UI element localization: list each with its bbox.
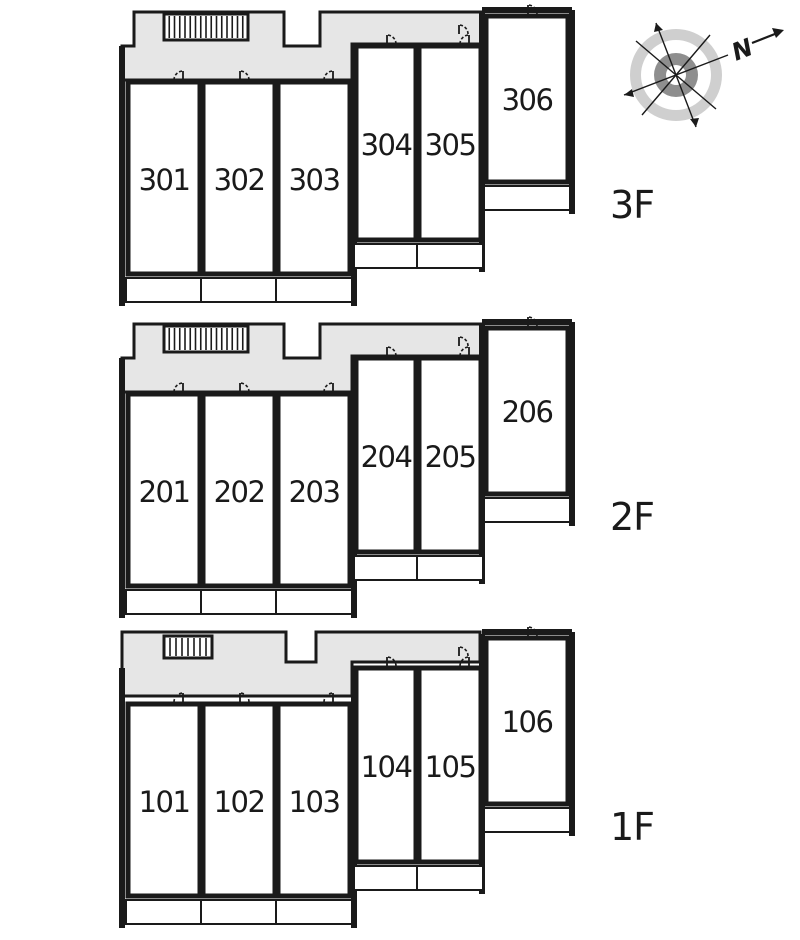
floor-2f: 201 202 203 204 205 206 2F [119,316,655,618]
room-unit [200,391,278,589]
door-swing [527,316,538,327]
room-unit [275,701,353,899]
balcony [200,899,278,925]
balcony [483,497,571,523]
floor-1f: 101 102 103 104 105 106 1F [119,626,655,928]
balcony [416,243,484,269]
room-unit [125,391,203,589]
balcony [200,277,278,303]
door-swing [323,692,334,703]
room-number: 205 [425,440,476,474]
balcony [353,865,419,891]
door-swing [386,346,397,357]
floor-label: 3F [610,183,654,227]
door-swing [527,626,538,637]
compass-north-label: N [728,33,757,66]
room-number: 302 [214,163,265,197]
room-unit [416,43,484,243]
door-swing [386,656,397,667]
room-unit [483,325,571,497]
balcony [483,185,571,211]
balcony [353,243,419,269]
room-number: 206 [502,395,553,429]
door-swing [459,346,470,357]
room-unit [416,355,484,555]
room-number: 304 [361,128,412,162]
room-unit [416,665,484,865]
door-swing [173,692,184,703]
room-number: 305 [425,128,476,162]
room-number: 106 [502,705,553,739]
door-swing [173,70,184,81]
room-number: 103 [289,785,340,819]
balcony [125,277,203,303]
room-unit [275,391,353,589]
room-number: 102 [214,785,265,819]
door-swing [323,382,334,393]
room-number: 301 [139,163,190,197]
balcony [483,807,571,833]
door-swing [239,692,250,703]
balcony [275,277,353,303]
room-number: 101 [139,785,190,819]
room-number: 306 [502,83,553,117]
floor-label: 2F [610,495,654,539]
floor-label: 1F [610,805,654,849]
door-swing [458,336,469,347]
balcony [275,589,353,615]
staircase [162,324,250,354]
door-swing [527,4,538,15]
compass-north-arrow-icon: N [623,22,784,128]
balcony [200,589,278,615]
balcony [125,589,203,615]
door-swing [173,382,184,393]
room-unit [353,665,419,865]
floor-3f: 301 302 303 304 305 306 3F [119,4,655,306]
door-swing [323,70,334,81]
balcony [275,899,353,925]
room-number: 104 [361,750,412,784]
room-number: 204 [361,440,412,474]
room-number: 303 [289,163,340,197]
balcony [416,865,484,891]
room-unit [125,79,203,277]
room-unit [275,79,353,277]
balcony [416,555,484,581]
door-swing [459,656,470,667]
door-swing [386,34,397,45]
room-unit [125,701,203,899]
door-swing [239,70,250,81]
door-swing [459,34,470,45]
door-swing [239,382,250,393]
room-unit [200,79,278,277]
room-unit [200,701,278,899]
room-unit [353,43,419,243]
staircase [162,12,250,42]
balcony [125,899,203,925]
door-swing [458,24,469,35]
staircase [162,634,214,660]
door-swing [458,646,469,657]
room-number: 105 [425,750,476,784]
room-number: 201 [139,475,190,509]
room-unit [483,635,571,807]
room-number: 202 [214,475,265,509]
balcony [353,555,419,581]
room-number: 203 [289,475,340,509]
room-unit [353,355,419,555]
room-unit [483,13,571,185]
